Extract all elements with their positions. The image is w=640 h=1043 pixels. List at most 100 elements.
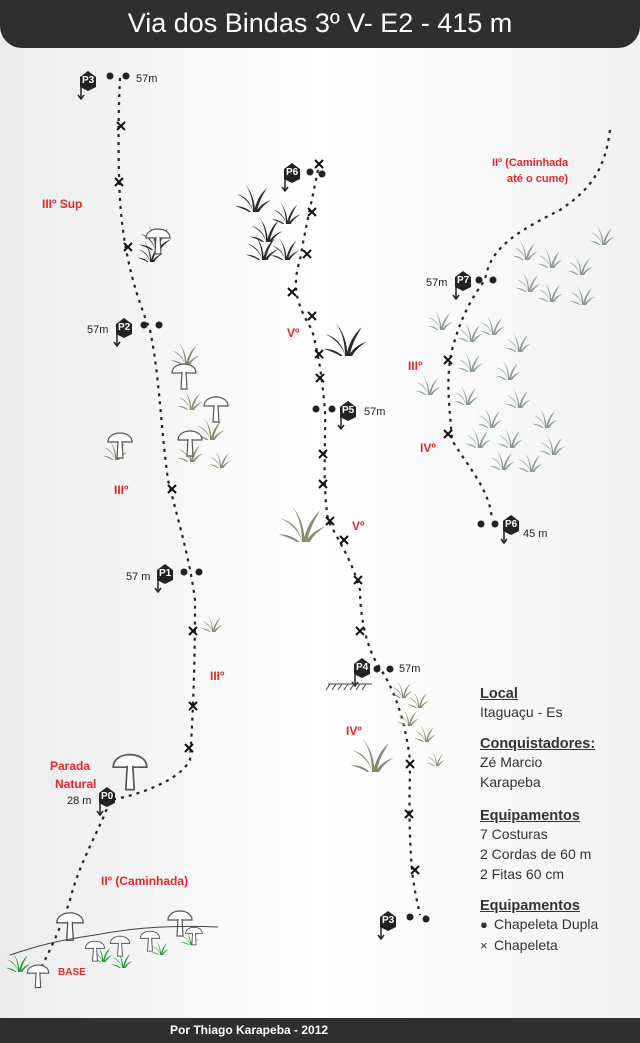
left-route-line <box>39 77 197 971</box>
double-bolt <box>477 520 485 528</box>
bolt-x <box>355 626 365 636</box>
belay-length-p0: 28 m <box>67 795 91 807</box>
credit-text: Por Thiago Karapeba - 2012 <box>170 1023 329 1037</box>
belay-length-p1: 57 m <box>126 571 150 583</box>
double-bolt <box>406 913 414 921</box>
bolt-x <box>302 249 312 259</box>
center-route-line <box>294 169 422 916</box>
legend-local-heading: Local <box>480 686 518 702</box>
legend-equipment-2: 2 Cordas de 60 m <box>480 846 592 862</box>
double-bolt <box>306 168 314 176</box>
legend-conquistadores-heading: Conquistadores: <box>480 736 596 752</box>
bolt-x <box>443 429 453 439</box>
bolt-x <box>307 207 317 217</box>
grade-right-iii: IIIº <box>408 359 423 373</box>
bolt-x <box>353 575 363 585</box>
double-bolt <box>312 405 320 413</box>
double-bolt <box>318 170 326 178</box>
grade-left-sup: IIIº Sup <box>42 197 82 211</box>
parada-label-2: Natural <box>55 777 96 791</box>
belay-label-p5: P5 <box>342 405 355 416</box>
bolt-x <box>410 865 420 875</box>
legend-local-value: Itaguaçu - Es <box>480 704 563 720</box>
double-bolt <box>180 568 188 576</box>
legend: Local Itaguaçu - Es Conquistadores: Zé M… <box>480 686 640 956</box>
grade-right-iv: IVº <box>420 441 436 455</box>
double-bolt <box>106 72 114 80</box>
double-bolt <box>373 665 381 673</box>
belay-label-p1: P1 <box>159 568 172 579</box>
belay-label-p6: P6 <box>286 167 299 178</box>
bolt-markers <box>114 121 453 875</box>
bolt-x <box>307 311 317 321</box>
legend-equipment-1: 7 Costuras <box>480 826 548 842</box>
legend-symbols-heading: Equipamentos <box>480 898 580 914</box>
belay-label-p6-right: P6 <box>505 519 518 530</box>
bolt-x <box>123 242 133 252</box>
double-bolt <box>489 276 497 284</box>
header-bar <box>0 0 640 48</box>
belay-length-p6-right: 45 m <box>523 528 547 540</box>
belay-label-p3-mid: P3 <box>382 915 395 926</box>
grass-teal <box>415 225 615 472</box>
base-label: BASE <box>58 967 86 978</box>
page-title: Via dos Bindas 3º V- E2 - 415 m <box>127 8 513 38</box>
bolt-x <box>188 701 198 711</box>
grade-center-v-top: Vº <box>287 326 300 340</box>
grade-base-walk: IIº (Caminhada) <box>101 874 188 888</box>
legend-bolt-row: × Chapeleta <box>480 935 640 956</box>
belay-label-p4: P4 <box>356 662 369 673</box>
bolt-x <box>314 349 324 359</box>
bolt-x <box>443 355 453 365</box>
footer-bar <box>0 1018 640 1043</box>
belay-length-p4: 57m <box>399 663 420 675</box>
grade-left-low: IIIº <box>210 669 225 683</box>
double-bolt <box>422 915 430 923</box>
right-route-line <box>447 129 612 521</box>
bolt-x <box>116 121 126 131</box>
bolt-x <box>184 743 194 753</box>
double-bolt-icon: ● <box>480 917 488 932</box>
bolt-x <box>167 484 177 494</box>
double-bolt <box>491 520 499 528</box>
legend-bolt-label: Chapeleta <box>494 937 558 953</box>
grade-center-iv: IVº <box>346 724 362 738</box>
base-ground-line <box>9 925 219 956</box>
bolt-x <box>287 287 297 297</box>
double-bolt <box>155 321 163 329</box>
double-bolt <box>328 405 336 413</box>
grass-dark <box>137 184 367 356</box>
legend-equipment-heading: Equipamentos <box>480 808 580 824</box>
bolt-x <box>405 759 415 769</box>
belay-label-p7: P7 <box>457 275 470 286</box>
grade-right-top-1: IIº (Caminhada <box>492 157 569 169</box>
double-bolt <box>122 72 130 80</box>
ledge-hatch <box>325 683 372 691</box>
bolt-x <box>404 809 414 819</box>
bolt-icon: × <box>480 938 488 953</box>
belay-length-p3-top: 57m <box>136 73 157 85</box>
double-bolt <box>475 276 483 284</box>
belay-length-p5: 57m <box>364 406 385 418</box>
bolt-x <box>315 373 325 383</box>
double-bolt <box>195 568 203 576</box>
bolt-x <box>114 177 124 187</box>
bolt-x <box>325 516 335 526</box>
belay-length-p7: 57m <box>426 277 447 289</box>
legend-equipment-3: 2 Fitas 60 cm <box>480 866 565 882</box>
bolt-x <box>314 159 324 169</box>
grade-left-mid: IIIº <box>114 483 129 497</box>
grass-olive <box>102 342 445 772</box>
legend-double-bolt-label: Chapeleta Dupla <box>494 916 599 932</box>
legend-conquistador-1: Zé Marcio <box>480 754 543 770</box>
legend-conquistador-2: Karapeba <box>480 774 541 790</box>
legend-double-bolt-row: ● Chapeleta Dupla <box>480 914 640 935</box>
parada-label-1: Parada <box>50 759 90 773</box>
belay-label-p3-top: P3 <box>82 75 95 86</box>
bolt-x <box>339 535 349 545</box>
double-bolt <box>140 321 148 329</box>
belay-label-p2: P2 <box>118 322 131 333</box>
bolt-x <box>318 479 328 489</box>
grade-center-v-low: Vº <box>352 519 365 533</box>
